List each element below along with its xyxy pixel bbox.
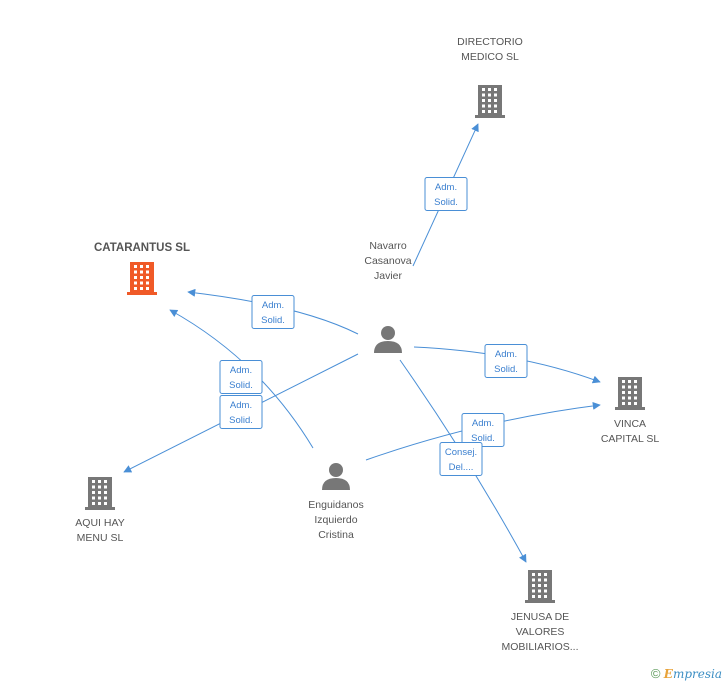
node-label: Navarro <box>369 240 407 252</box>
edge-label-navarro_aquihay[interactable]: Adm. Solid. <box>219 395 263 429</box>
edge-label-navarro_vinca[interactable]: Adm. Solid. <box>484 344 528 378</box>
edge-label-navarro_directorio[interactable]: Adm. Solid. <box>424 177 468 211</box>
edge-label-text: Del.... <box>449 462 474 473</box>
brand-initial: E <box>663 667 673 681</box>
node-label: MOBILIARIOS... <box>501 641 578 653</box>
edge-label-text: Solid. <box>471 433 495 444</box>
edge-label-box <box>219 395 263 429</box>
node-label: DIRECTORIO <box>457 36 523 48</box>
node-label: Izquierdo <box>314 514 357 526</box>
node-label: AQUI HAY <box>75 517 124 529</box>
edge-label-box <box>219 360 263 394</box>
person-icon <box>322 463 350 490</box>
node-label: Enguidanos <box>308 499 363 511</box>
node-label: CATARANTUS SL <box>94 242 190 254</box>
node-label: VINCA <box>614 418 646 430</box>
node-label: VALORES <box>516 626 565 638</box>
edge-label-box <box>484 344 528 378</box>
node-catarantus[interactable]: CATARANTUS SL <box>94 242 190 295</box>
copyright-symbol: © <box>650 666 661 681</box>
node-label: CAPITAL SL <box>601 433 660 445</box>
edge-label-box <box>424 177 468 211</box>
edge-label-box <box>439 442 483 476</box>
node-label: Javier <box>374 270 403 282</box>
edge-label-text: Adm. <box>262 300 284 311</box>
building-icon <box>85 477 115 510</box>
edge-label-box <box>251 295 295 329</box>
nodes-layer: CATARANTUS SL DIRECTORIO MEDICO SL VINCA CAP… <box>75 36 659 653</box>
node-label: Cristina <box>318 529 354 541</box>
edge-label-text: Adm. <box>472 418 494 429</box>
node-jenusa[interactable]: JENUSA DE VALORES MOBILIARIOS... <box>501 570 579 653</box>
building-icon <box>525 570 555 603</box>
edge-label-text: Adm. <box>495 349 517 360</box>
node-label: Casanova <box>364 255 411 267</box>
brand-rest: mpresia <box>672 667 722 681</box>
edge-label-text: Adm. <box>435 182 457 193</box>
node-directorio[interactable]: DIRECTORIO MEDICO SL <box>457 36 523 118</box>
edge-label-text: Consej. <box>445 447 477 458</box>
edge-label-text: Solid. <box>434 197 458 208</box>
person-icon <box>374 326 402 353</box>
building-icon <box>615 377 645 410</box>
edge-label-navarro_jenusa[interactable]: Consej. Del.... <box>439 442 483 476</box>
edge-labels-layer: Adm. Solid. Adm. Solid. Adm. Solid. Adm. Solid.… <box>219 177 528 476</box>
node-label: MEDICO SL <box>461 51 519 63</box>
edge-label-text: Solid. <box>261 315 285 326</box>
brand-logo: Empresia <box>664 667 722 681</box>
edge-label-box <box>461 413 505 447</box>
edge-label-text: Solid. <box>229 380 253 391</box>
edge-label-text: Adm. <box>230 400 252 411</box>
edges-layer <box>123 123 601 563</box>
building-icon <box>127 262 157 295</box>
node-aquihay[interactable]: AQUI HAY MENU SL <box>75 477 125 544</box>
building-icon <box>475 85 505 118</box>
node-label: JENUSA DE <box>511 611 569 623</box>
edge-label-navarro_catarantus[interactable]: Adm. Solid. <box>251 295 295 329</box>
edge-label-enguidanos_vinca[interactable]: Adm. Solid. <box>461 413 505 447</box>
edge-label-text: Solid. <box>229 415 253 426</box>
node-label: MENU SL <box>77 532 124 544</box>
edge-label-text: Solid. <box>494 364 518 375</box>
footer-brand: © Empresia <box>651 666 722 681</box>
edge-label-text: Adm. <box>230 365 252 376</box>
edge-label-enguidanos_catarantus[interactable]: Adm. Solid. <box>219 360 263 394</box>
node-vinca[interactable]: VINCA CAPITAL SL <box>601 377 660 445</box>
